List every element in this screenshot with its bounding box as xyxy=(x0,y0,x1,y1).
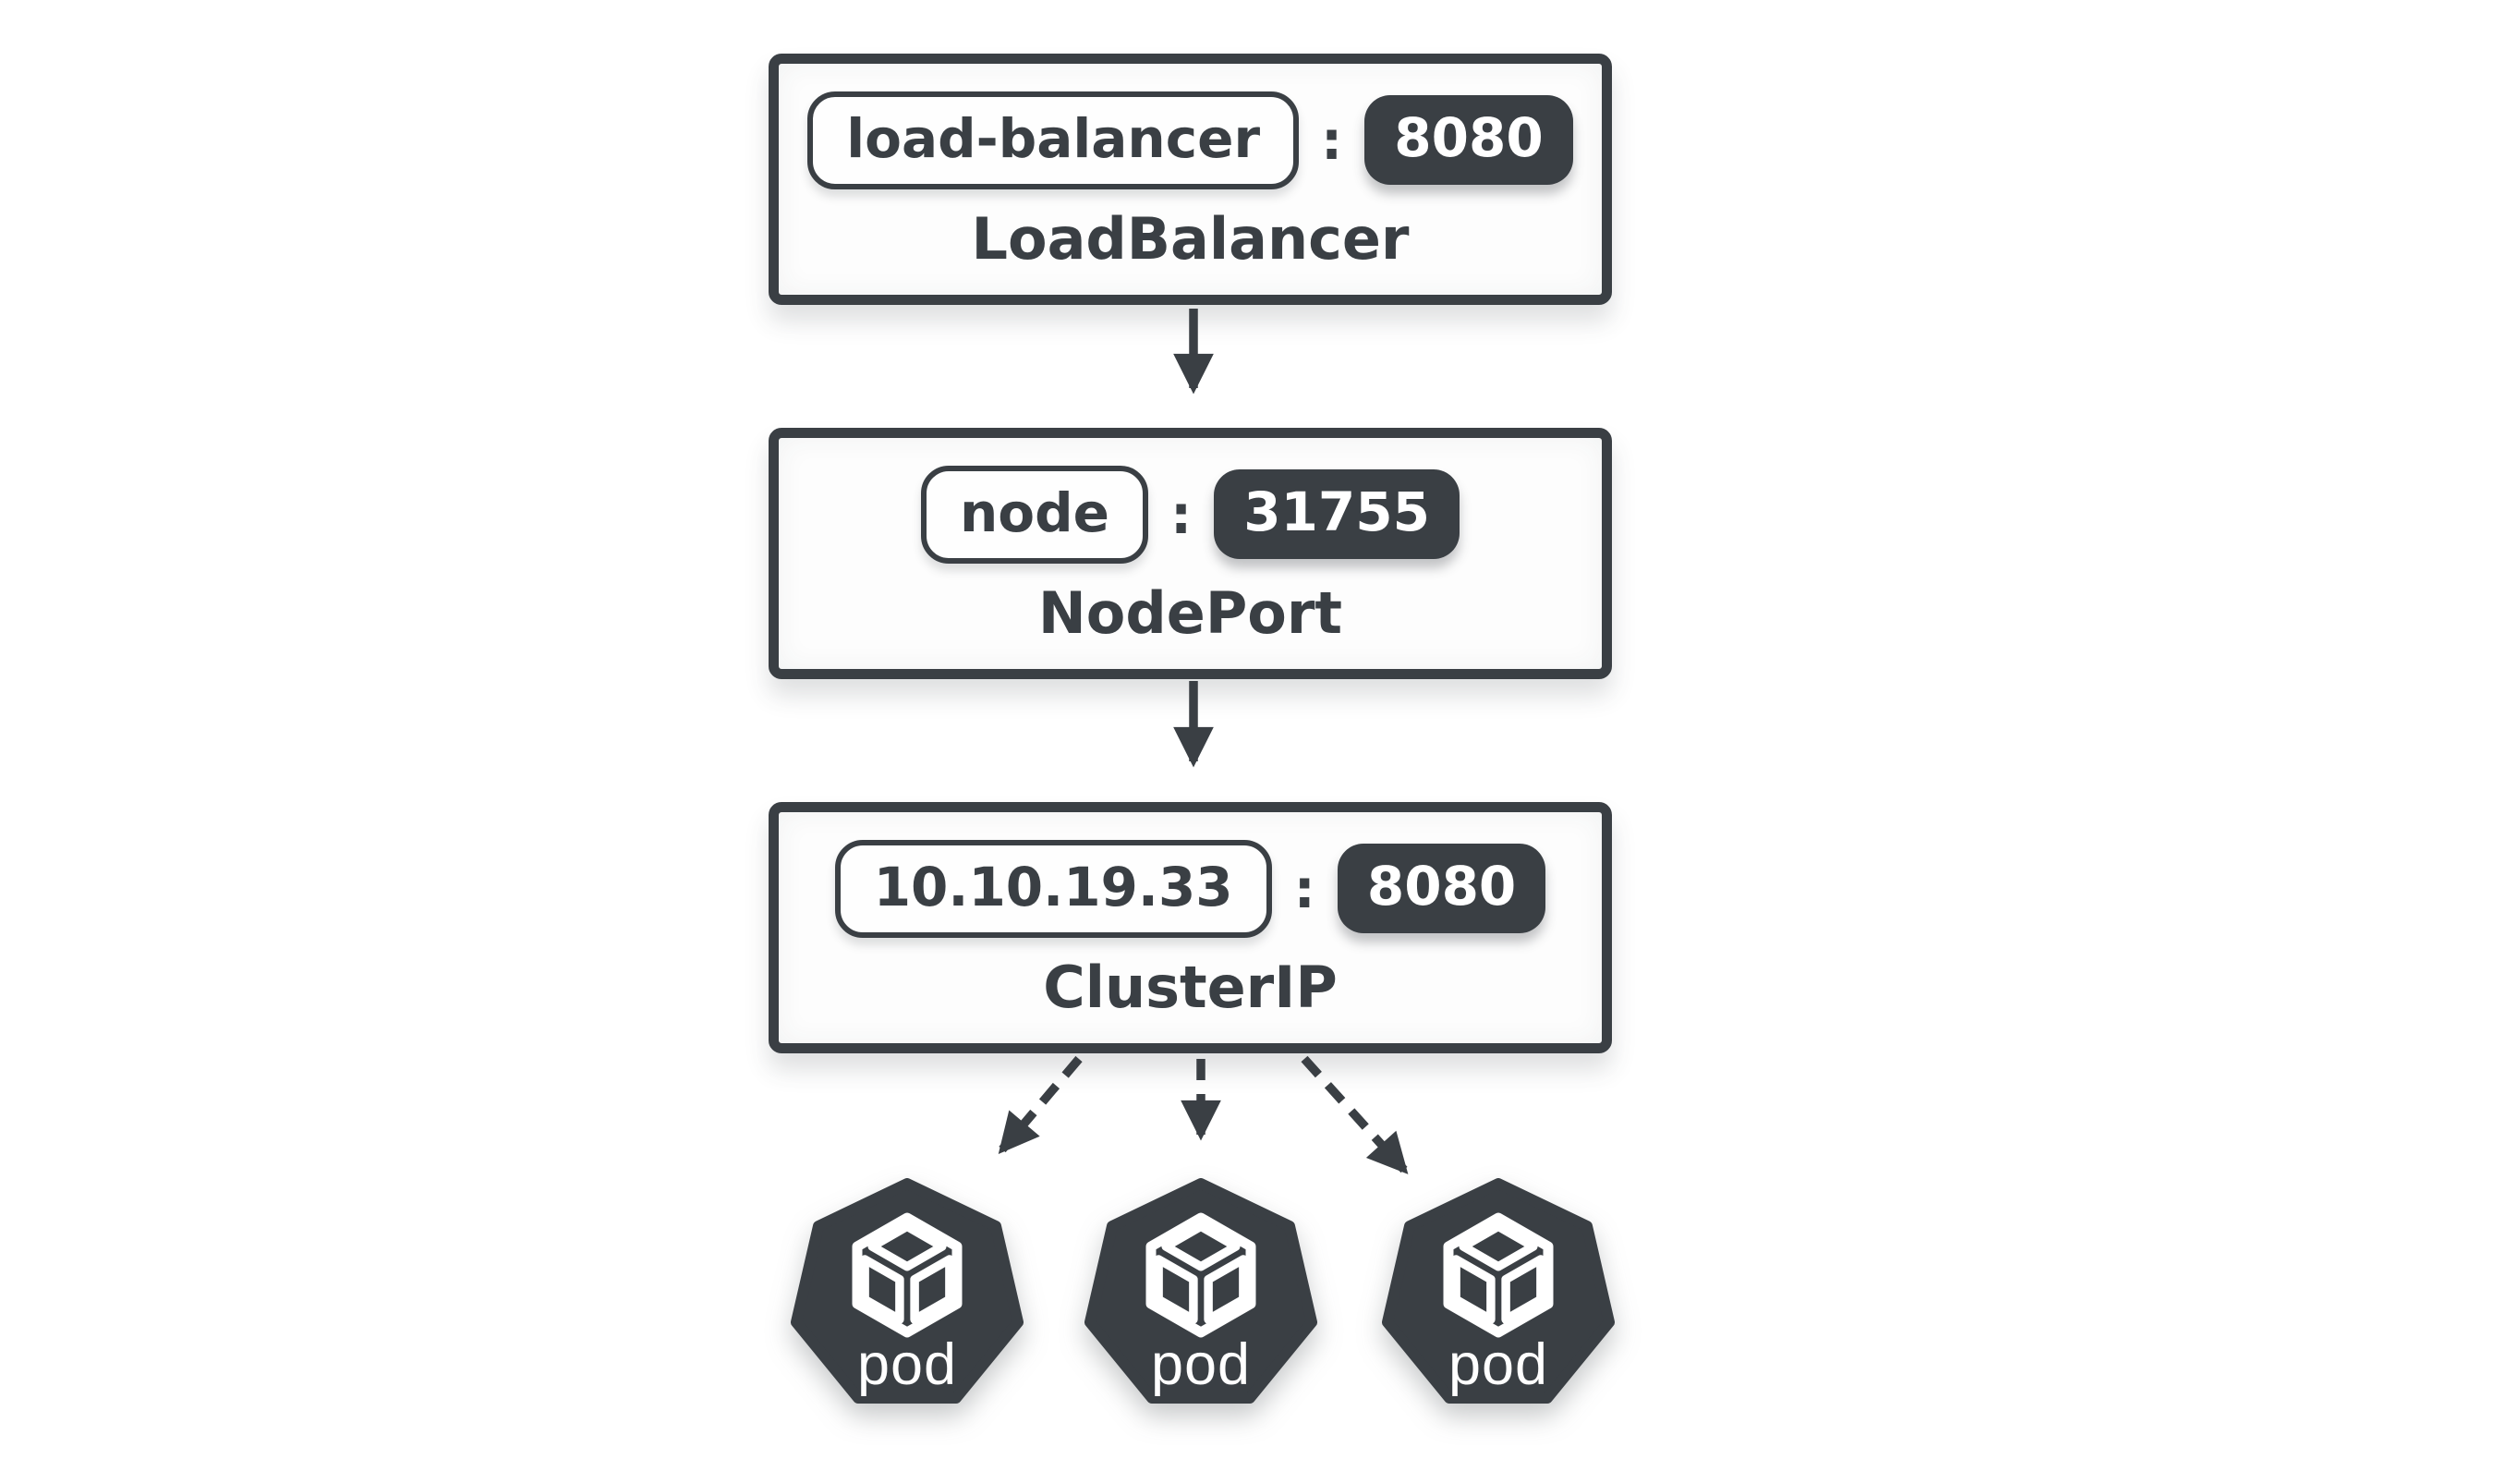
port-badge: 8080 xyxy=(1337,844,1546,934)
pod-heptagon-icon: pod xyxy=(1382,1178,1615,1404)
cube-icon xyxy=(1145,1212,1256,1338)
service-box-clusterip: 10.10.19.33 : 8080 ClusterIP xyxy=(769,802,1612,1053)
pod-2: pod xyxy=(1083,1177,1319,1414)
colon-separator: : xyxy=(1170,482,1193,546)
endpoint-row: load-balancer : 8080 xyxy=(807,91,1573,190)
service-label: ClusterIP xyxy=(1043,954,1338,1022)
port-badge: 31755 xyxy=(1214,469,1460,560)
colon-separator: : xyxy=(1321,108,1343,172)
endpoint-row: 10.10.19.33 : 8080 xyxy=(834,839,1546,939)
service-box-loadbalancer: load-balancer : 8080 LoadBalancer xyxy=(769,54,1612,305)
service-box-nodeport: node : 31755 NodePort xyxy=(769,428,1612,679)
service-label: LoadBalancer xyxy=(971,205,1410,274)
pod-heptagon-icon: pod xyxy=(1084,1178,1317,1404)
pod-label: pod xyxy=(1448,1332,1548,1397)
heptagon-shape xyxy=(791,1178,1024,1404)
host-pill: load-balancer xyxy=(807,91,1300,190)
pod-label: pod xyxy=(1151,1332,1251,1397)
pod-3: pod xyxy=(1380,1177,1617,1414)
heptagon-shape xyxy=(1084,1178,1317,1404)
host-pill: node xyxy=(921,465,1148,565)
dashed-arrow-clusterip-to-pod-3 xyxy=(1301,1055,1409,1174)
service-label: NodePort xyxy=(1037,579,1343,648)
dashed-arrow-clusterip-to-pod-1 xyxy=(998,1055,1083,1155)
host-pill: 10.10.19.33 xyxy=(834,839,1272,939)
cube-icon xyxy=(1443,1212,1554,1338)
colon-separator: : xyxy=(1293,857,1315,920)
pod-1: pod xyxy=(789,1177,1025,1414)
cube-icon xyxy=(852,1212,963,1338)
endpoint-row: node : 31755 xyxy=(921,465,1460,565)
pod-heptagon-icon: pod xyxy=(791,1178,1024,1404)
port-badge: 8080 xyxy=(1364,95,1573,186)
pod-label: pod xyxy=(857,1332,957,1397)
heptagon-shape xyxy=(1382,1178,1615,1404)
